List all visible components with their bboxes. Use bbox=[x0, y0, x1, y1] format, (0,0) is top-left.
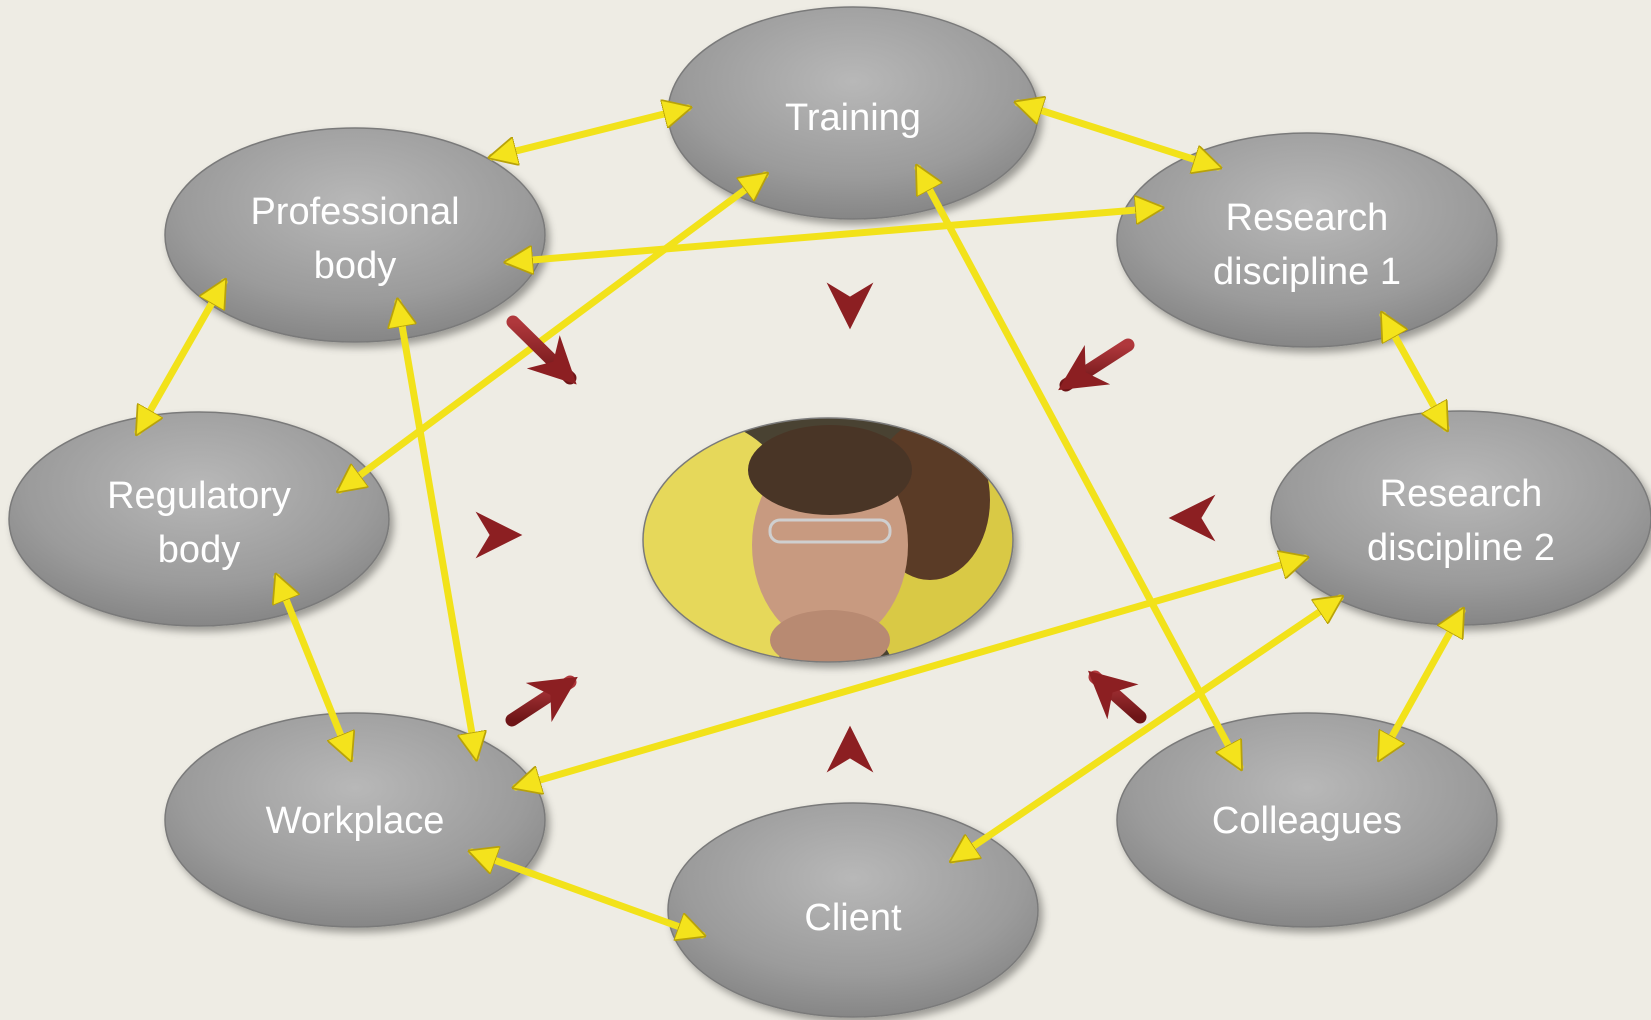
connector-regulatory-workplace bbox=[277, 577, 350, 758]
connector-professional-training bbox=[492, 108, 688, 157]
label-regulatory-body-line2: body bbox=[158, 529, 240, 571]
influence-arrow-workplace bbox=[505, 675, 578, 727]
connector-research2-client bbox=[953, 598, 1340, 860]
label-professional-body-line1: Professional bbox=[250, 191, 459, 233]
connector-research1-research2 bbox=[1379, 315, 1450, 428]
connector-professional-regulatory bbox=[134, 282, 228, 432]
influence-arrow-professional bbox=[506, 315, 577, 385]
label-colleagues: Colleagues bbox=[1212, 800, 1402, 842]
connector-workplace-client bbox=[472, 852, 702, 935]
node-research-discipline-2 bbox=[1270, 410, 1651, 626]
center-person-photo bbox=[642, 417, 1014, 663]
label-research-2-line2: discipline 2 bbox=[1367, 527, 1555, 569]
label-workplace: Workplace bbox=[266, 800, 445, 842]
connector-professional-workplace bbox=[398, 302, 476, 757]
label-professional-body-line2: body bbox=[314, 245, 396, 287]
connector-training-research1 bbox=[1018, 103, 1218, 167]
label-research-2-line1: Research bbox=[1380, 473, 1543, 515]
label-regulatory-body-line1: Regulatory bbox=[107, 475, 291, 517]
label-training: Training bbox=[785, 97, 921, 139]
node-regulatory-body bbox=[8, 411, 390, 627]
label-research-1-line1: Research bbox=[1226, 197, 1389, 239]
influence-arrow-research1 bbox=[1058, 338, 1135, 392]
label-research-1-line2: discipline 1 bbox=[1213, 251, 1401, 293]
connector-research2-colleagues bbox=[1376, 611, 1466, 758]
influence-arrow-colleagues bbox=[1088, 670, 1147, 724]
label-client: Client bbox=[804, 897, 902, 939]
node-research-discipline-1 bbox=[1116, 132, 1498, 348]
node-professional-body bbox=[164, 127, 546, 343]
